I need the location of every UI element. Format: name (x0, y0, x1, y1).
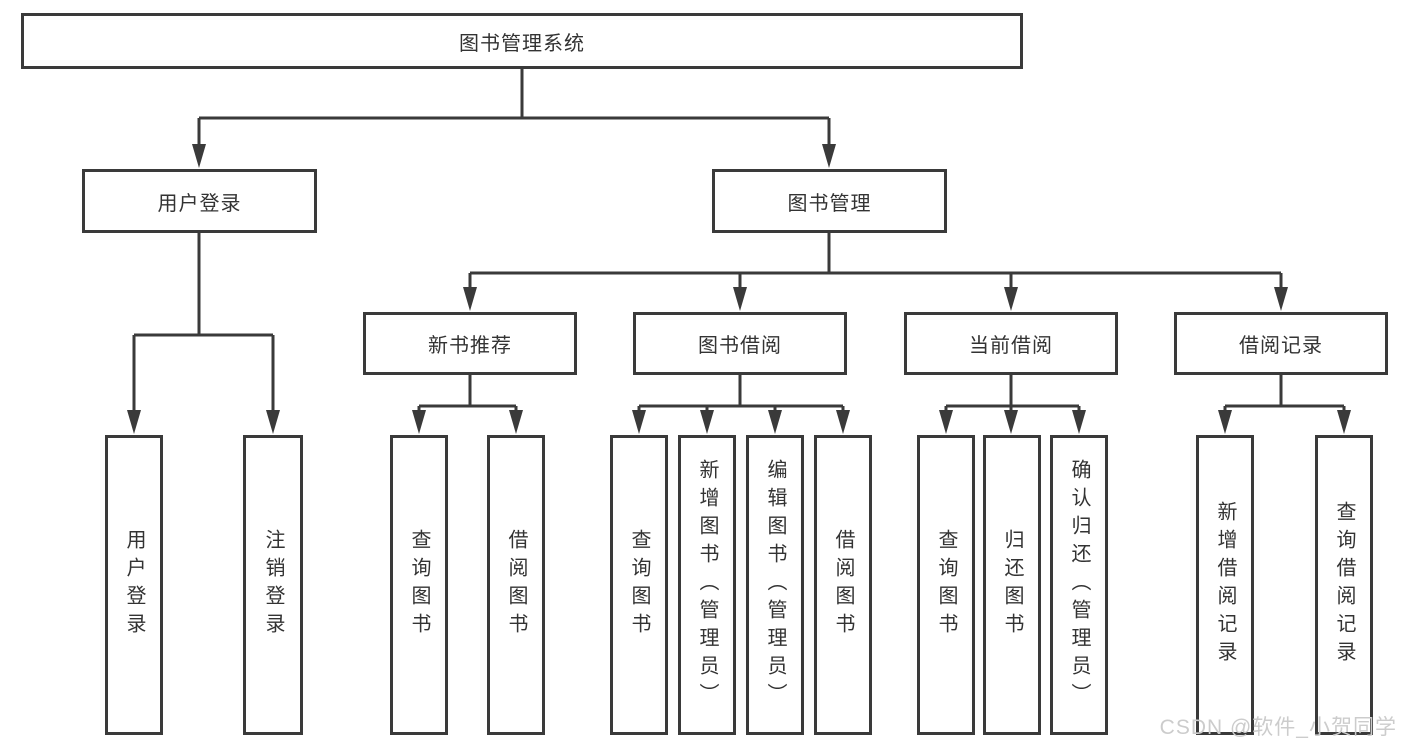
leaf-label: 查询图书 (935, 529, 957, 641)
leaf-confirm-return-admin: 确认归还（管理员） (1050, 435, 1108, 735)
node-label: 用户登录 (157, 192, 242, 215)
leaf-label: 用户登录 (123, 529, 145, 641)
node-library-system-root: 图书管理系统 (21, 13, 1023, 69)
leaf-return-books: 归还图书 (983, 435, 1041, 735)
leaf-label: 借阅图书 (505, 529, 527, 641)
edge-user-login-to-leaves (127, 233, 280, 434)
leaf-label: 确认归还（管理员） (1068, 459, 1090, 711)
leaf-borrow-books-recommend: 借阅图书 (487, 435, 545, 735)
leaf-label: 注销登录 (262, 529, 284, 641)
leaf-label: 编辑图书（管理员） (764, 459, 786, 711)
leaf-query-borrow-record: 查询借阅记录 (1315, 435, 1373, 735)
edge-book-management-to-level2 (463, 233, 1288, 311)
leaf-label: 查询图书 (408, 529, 430, 641)
leaf-query-books-borrow: 查询图书 (610, 435, 668, 735)
node-label: 借阅记录 (1239, 335, 1323, 357)
node-borrow-records: 借阅记录 (1174, 312, 1388, 375)
watermark: CSDN @软件_小贺同学 (1159, 716, 1397, 739)
edge-current-borrow-to-leaves (939, 375, 1086, 434)
edge-borrow-records-to-leaves (1218, 375, 1351, 434)
node-label: 图书借阅 (698, 335, 782, 357)
leaf-edit-books-admin: 编辑图书（管理员） (746, 435, 804, 735)
node-label: 新书推荐 (428, 335, 512, 357)
leaf-query-books-recommend: 查询图书 (390, 435, 448, 735)
edge-new-book-recommend-to-leaves (412, 375, 523, 434)
leaf-label: 新增图书（管理员） (696, 459, 718, 711)
leaf-label: 查询借阅记录 (1333, 501, 1355, 669)
leaf-label: 归还图书 (1001, 529, 1023, 641)
node-book-management: 图书管理 (712, 169, 947, 233)
leaf-query-books-current: 查询图书 (917, 435, 975, 735)
leaf-user-login: 用户登录 (105, 435, 163, 735)
node-label: 图书管理系统 (459, 32, 585, 55)
node-new-book-recommend: 新书推荐 (363, 312, 577, 375)
leaf-logout: 注销登录 (243, 435, 303, 735)
node-label: 当前借阅 (969, 335, 1053, 357)
leaf-label: 查询图书 (628, 529, 650, 641)
leaf-add-borrow-record: 新增借阅记录 (1196, 435, 1254, 735)
leaf-borrow-books: 借阅图书 (814, 435, 872, 735)
leaf-label: 新增借阅记录 (1214, 501, 1236, 669)
leaf-label: 借阅图书 (832, 529, 854, 641)
node-user-login: 用户登录 (82, 169, 317, 233)
node-current-borrow: 当前借阅 (904, 312, 1118, 375)
leaf-add-books-admin: 新增图书（管理员） (678, 435, 736, 735)
edge-root-to-level1 (192, 69, 836, 168)
node-book-borrow: 图书借阅 (633, 312, 847, 375)
edge-book-borrow-to-leaves (632, 375, 850, 434)
node-label: 图书管理 (787, 192, 872, 215)
